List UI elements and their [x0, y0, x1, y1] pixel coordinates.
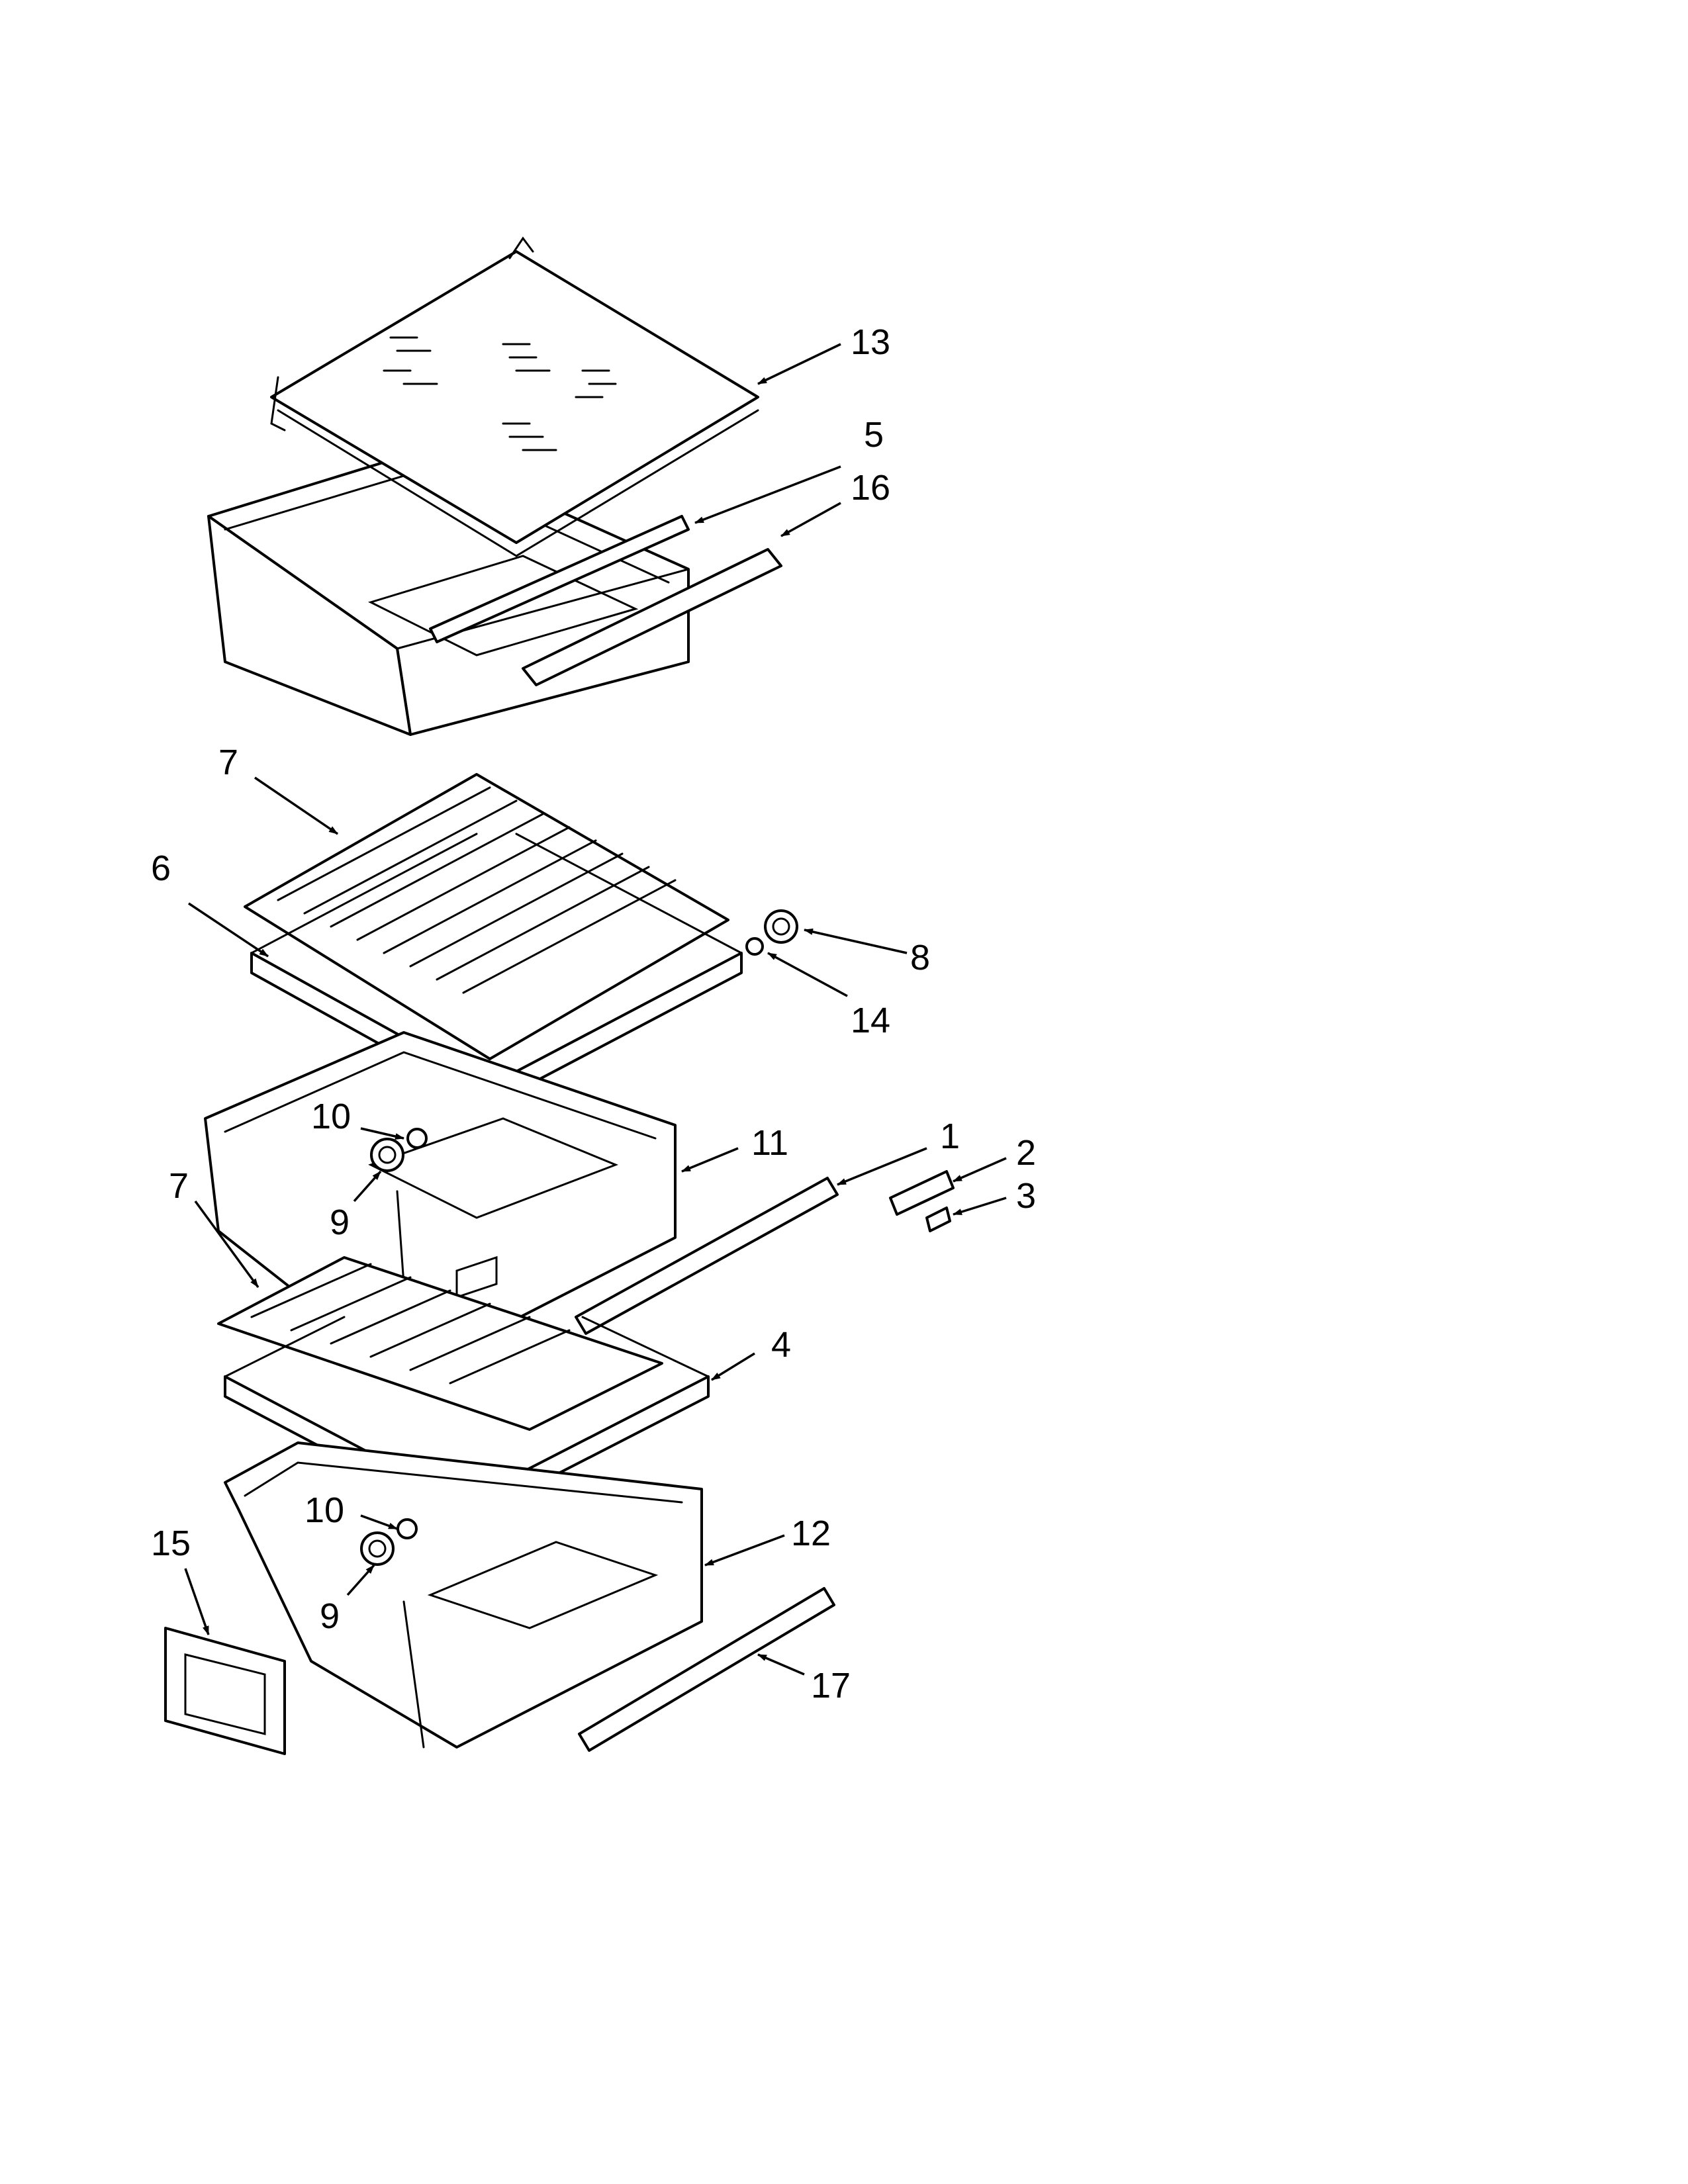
callout-3: 3: [1016, 1176, 1036, 1216]
roller-10-lower: [397, 1518, 418, 1539]
roller-10-upper: [406, 1128, 428, 1149]
clip-3: [925, 1206, 951, 1232]
drawer-rail-5: [429, 515, 690, 643]
callout-8: 8: [910, 938, 930, 978]
lower-crisper-drawer-12: [224, 1441, 703, 1749]
label-holder-15: [164, 1627, 286, 1755]
callout-5: 5: [864, 415, 884, 455]
callout-15: 15: [151, 1524, 191, 1563]
callout-16: 16: [851, 468, 890, 508]
callout-4: 4: [771, 1325, 791, 1365]
callout-2: 2: [1016, 1133, 1036, 1173]
callout-17: 17: [811, 1666, 851, 1706]
screw-14: [745, 937, 764, 956]
roller-9-lower: [360, 1531, 395, 1566]
trim-1: [575, 1177, 839, 1335]
callout-1: 1: [940, 1116, 960, 1156]
trim-17: [578, 1587, 835, 1752]
callout-11: 11: [751, 1123, 788, 1163]
bracket-2: [889, 1170, 955, 1216]
callout-10-upper: 10: [311, 1097, 351, 1136]
callout-9-lower: 9: [320, 1596, 340, 1636]
roller-8: [764, 909, 798, 944]
crisper-cover-13: [270, 236, 759, 557]
callout-13: 13: [851, 322, 890, 362]
drawer-trim-16: [522, 548, 782, 686]
callout-7-lower: 7: [169, 1166, 189, 1206]
callout-labels: 13 5 16 7 6 8 14 10 11 1 2 3 9 7 4 10 12…: [151, 322, 1036, 1706]
glass-shelf-7-lower: [217, 1256, 663, 1431]
callout-10-lower: 10: [305, 1490, 344, 1530]
callout-14: 14: [851, 1001, 890, 1040]
glass-shelf-7-upper: [244, 773, 729, 1060]
callout-6: 6: [151, 848, 171, 888]
callout-7-upper: 7: [218, 743, 238, 782]
callout-12: 12: [791, 1514, 831, 1553]
roller-9-upper: [370, 1138, 404, 1172]
callout-9-upper: 9: [330, 1203, 350, 1242]
leader-lines: [184, 343, 1007, 1676]
